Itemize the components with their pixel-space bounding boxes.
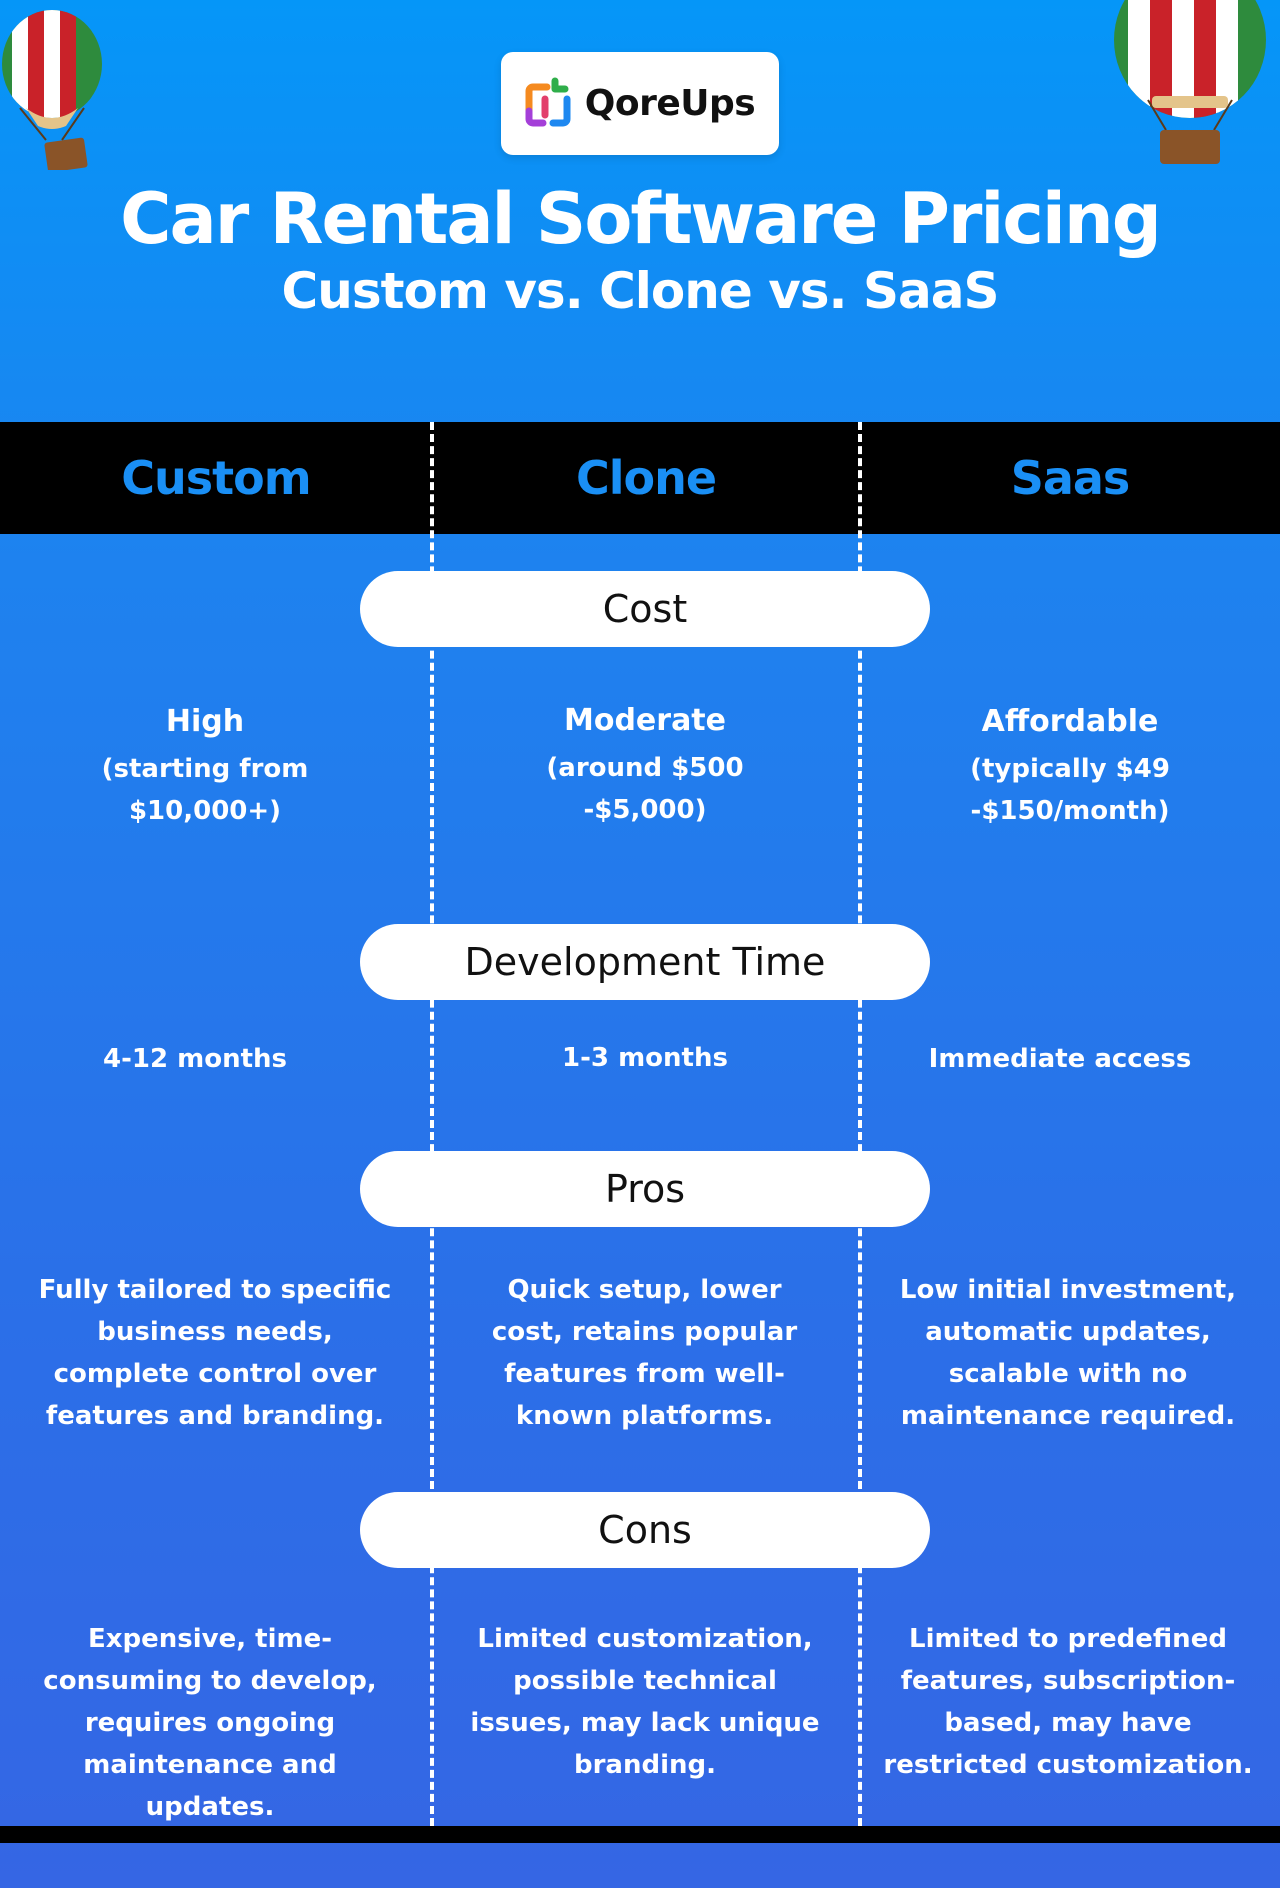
brand-logo: QoreUps [501,52,779,155]
cons-custom: Expensive, time-consuming to develop, re… [43,1624,377,1822]
cost-custom: High (starting from $10,000+) [40,696,370,832]
pros-custom: Fully tailored to specific business need… [38,1275,392,1431]
cost-clone-detail-1: (around $500 [546,753,744,783]
cost-custom-detail-2: $10,000+) [128,796,282,826]
cost-clone-detail-2: -$5,000) [583,795,707,825]
cost-saas-level: Affordable [981,704,1159,739]
footer-bar [0,1826,1280,1843]
section-label-cons: Cons [360,1492,930,1568]
cost-saas: Affordable (typically $49 -$150/month) [905,696,1235,832]
cost-clone-level: Moderate [563,703,726,738]
cons-saas: Limited to predefined features, subscrip… [883,1624,1253,1780]
hot-air-balloon-icon-right [1114,0,1266,164]
cost-saas-detail-2: -$150/month) [970,796,1170,826]
hot-air-balloon-icon-left [2,10,102,170]
section-label-development-time: Development Time [360,924,930,1000]
section-label-cost: Cost [360,571,930,647]
page-subtitle: Custom vs. Clone vs. SaaS [281,262,1000,320]
column-heading-custom: Custom [121,451,311,505]
devtime-custom: 4-12 months [103,1044,287,1074]
pros-saas: Low initial investment, automatic update… [899,1275,1237,1431]
cost-custom-detail-1: (starting from [101,754,309,784]
cost-saas-detail-1: (typically $49 [970,754,1170,784]
column-divider-left [430,422,434,1826]
devtime-clone: 1-3 months [562,1043,728,1073]
column-heading-saas: Saas [1010,451,1131,505]
cons-clone: Limited customization, possible technica… [470,1624,820,1780]
column-header-bar: Custom Clone Saas [0,422,1280,534]
brand-name: QoreUps [584,83,756,124]
cost-clone: Moderate (around $500 -$5,000) [480,695,810,831]
qoreups-logo-icon [525,77,571,126]
section-label-pros: Pros [360,1151,930,1227]
pros-clone: Quick setup, lower cost, retains popular… [491,1275,798,1431]
devtime-saas: Immediate access [928,1044,1192,1074]
cost-custom-level: High [165,704,245,739]
column-divider-right [858,422,862,1826]
page-title: Car Rental Software Pricing [120,178,1162,260]
column-heading-clone: Clone [575,451,717,505]
